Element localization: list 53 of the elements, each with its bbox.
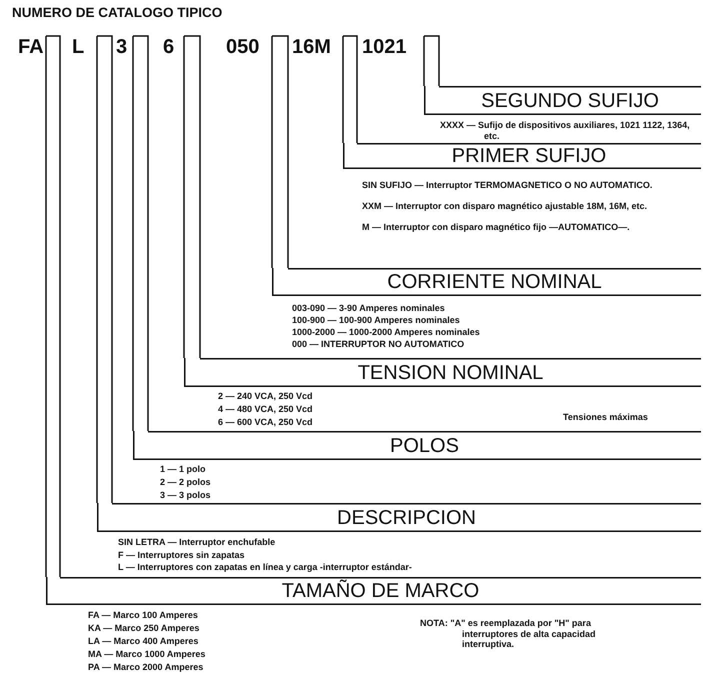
slot-leader-line [96,35,113,504]
catalog-code: FA [18,36,46,58]
code-description: FA — Marco 100 Amperes [88,610,199,620]
code-description: SIN SUFIJO — Interruptor TERMOMAGNETICO O NO AUTOMATICO. [362,180,654,190]
code-description: 2 — 240 VCA, 250 Vcd [218,391,314,402]
code-description: 2 — 2 polos [160,477,212,488]
code-description: LA — Marco 400 Amperes [88,636,200,646]
slot-leader-line [342,35,358,144]
code-description: 000 — INTERRUPTOR NO AUTOMATICO [292,339,466,350]
code-description: M — Interruptor con disparo magnético fijo —AUTOMATICO—. [362,222,631,232]
catalog-code: 3 [116,36,133,58]
slot-leader-line [132,35,149,432]
note-label: Tensiones máximas [563,412,649,422]
section-band [272,268,701,296]
catalog-code: 050 [226,36,272,58]
code-description: 1 — 1 polo [160,464,207,474]
section-heading: SEGUNDO SUFIJO [481,90,659,112]
catalog-code: L [72,36,97,58]
catalog-code: 16M [292,36,343,58]
slot-leader-line [423,35,440,87]
slot-leader-line [183,35,201,359]
code-description: MA — Marco 1000 Amperes [88,649,206,660]
code-description: L — Interruptores con zapatas en línea y carga -interruptor estándar- [118,562,413,572]
code-description: PA — Marco 2000 Amperes [88,662,204,672]
section-band [424,86,701,115]
code-description: XXXX — Sufijo de dispositivos auxiliares, 1021 1122, 1364, etc. [440,120,691,141]
section-heading: PRIMER SUFIJO [452,145,606,167]
slot-leader-line [45,35,61,578]
slot-leader-line [271,35,289,269]
section-heading: TENSION NOMINAL [358,362,544,384]
code-description: 4 — 480 VCA, 250 Vcd [218,404,314,414]
section-band [46,577,701,605]
code-description: XXM — Interruptor con disparo magnético ajustable 18M, 16M, etc. [362,201,648,212]
code-description: 003-090 — 3-90 Amperes nominales [292,303,446,314]
code-description: KA — Marco 250 Amperes [88,623,200,634]
code-description: 3 — 3 polos [160,490,212,500]
section-band [133,431,701,460]
catalog-code: 1021 [362,36,424,58]
code-description: 6 — 600 VCA, 250 Vcd [218,417,314,428]
section-band [97,503,701,532]
section-heading: DESCRIPCION [337,506,476,528]
section-heading: TAMAÑO DE MARCO [282,580,480,602]
section-heading: CORRIENTE NOMINAL [387,271,602,293]
title: NUMERO DE CATALOGO TIPICO [12,5,222,20]
section-heading: POLOS [390,434,459,456]
section-band [184,358,701,387]
catalog-code: 6 [163,36,184,58]
code-description: 100-900 — 100-900 Amperes nominales [292,315,461,326]
section-band [343,143,701,169]
code-description: F — Interruptores sin zapatas [118,550,246,560]
note: NOTA: "A" es reemplazada por "H" para interruptores de alta capacidad interruptiva. [420,618,597,650]
code-description: 1000-2000 — 1000-2000 Amperes nominales [292,327,481,338]
code-description: SIN LETRA — Interruptor enchufable [118,537,276,548]
